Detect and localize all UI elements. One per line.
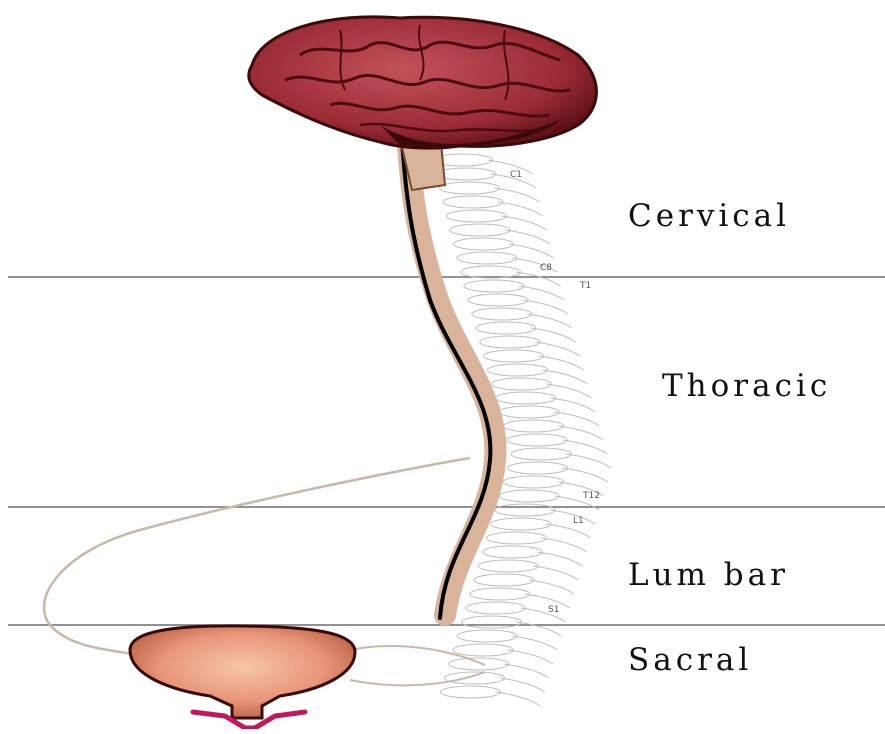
vertebra	[482, 546, 542, 558]
vertebra	[472, 308, 532, 320]
vertebra	[466, 602, 526, 614]
vertebra-process	[500, 678, 545, 692]
vertebra	[440, 182, 500, 194]
vertebra-process	[563, 468, 608, 482]
vertebra	[508, 462, 568, 474]
region-label-cervical: Cervical	[628, 198, 790, 234]
vertebra-marker-c8: C8	[540, 263, 552, 273]
bladder	[130, 626, 355, 728]
vertebra	[499, 406, 559, 418]
vertebra	[495, 504, 555, 516]
vertebra	[474, 574, 534, 586]
vertebra	[457, 630, 517, 642]
vertebra	[484, 350, 544, 362]
vertebra-process	[542, 538, 587, 552]
vertebra-marker-c1: C1	[510, 170, 522, 180]
vertebra-process	[537, 552, 582, 566]
vertebra-process	[495, 692, 540, 706]
vertebra	[445, 672, 505, 684]
vertebra	[450, 224, 510, 236]
vertebra	[480, 336, 540, 348]
vertebra	[453, 644, 513, 656]
vertebra	[499, 490, 559, 502]
vertebra	[468, 294, 528, 306]
vertebra	[503, 420, 563, 432]
vertebra	[492, 378, 552, 390]
vertebra-marker-s1: S1	[548, 605, 559, 615]
vertebra	[454, 238, 514, 250]
vertebra	[470, 588, 530, 600]
vertebra	[461, 616, 521, 628]
vertebra-process	[504, 664, 549, 678]
region-label-lumbar: Lum bar	[628, 557, 789, 593]
vertebra-marker-t1: T1	[579, 281, 591, 291]
vertebra-process	[533, 566, 578, 580]
vertebra	[487, 532, 547, 544]
vertebra-process	[529, 580, 574, 594]
vertebra-process	[516, 622, 561, 636]
vertebra	[507, 434, 567, 446]
brain	[249, 17, 597, 148]
vertebra	[461, 266, 521, 278]
vertebra	[449, 658, 509, 670]
vertebra	[476, 322, 536, 334]
vertebra	[447, 210, 507, 222]
vertebra-process	[508, 650, 553, 664]
vertebra-marker-l1: L1	[573, 516, 584, 526]
vertebra	[464, 280, 524, 292]
vertebra	[511, 448, 571, 460]
vertebra-process	[546, 524, 591, 538]
sacral-nerve-upper	[350, 646, 485, 665]
vertebra-process	[566, 454, 611, 468]
vertebra	[491, 518, 551, 530]
vertebra-process	[512, 636, 557, 650]
vertebra	[457, 252, 517, 264]
vertebra	[440, 686, 500, 698]
region-label-sacral: Sacral	[628, 642, 752, 678]
vertebra-marker-t12: T12	[582, 491, 600, 501]
cord-sheath	[408, 145, 495, 615]
vertebra	[478, 560, 538, 572]
region-label-thoracic: Thoracic	[662, 368, 831, 404]
vertebral-column	[433, 154, 612, 706]
vertebra	[495, 392, 555, 404]
vertebra	[503, 476, 563, 488]
vertebra	[443, 196, 503, 208]
vertebra	[488, 364, 548, 376]
